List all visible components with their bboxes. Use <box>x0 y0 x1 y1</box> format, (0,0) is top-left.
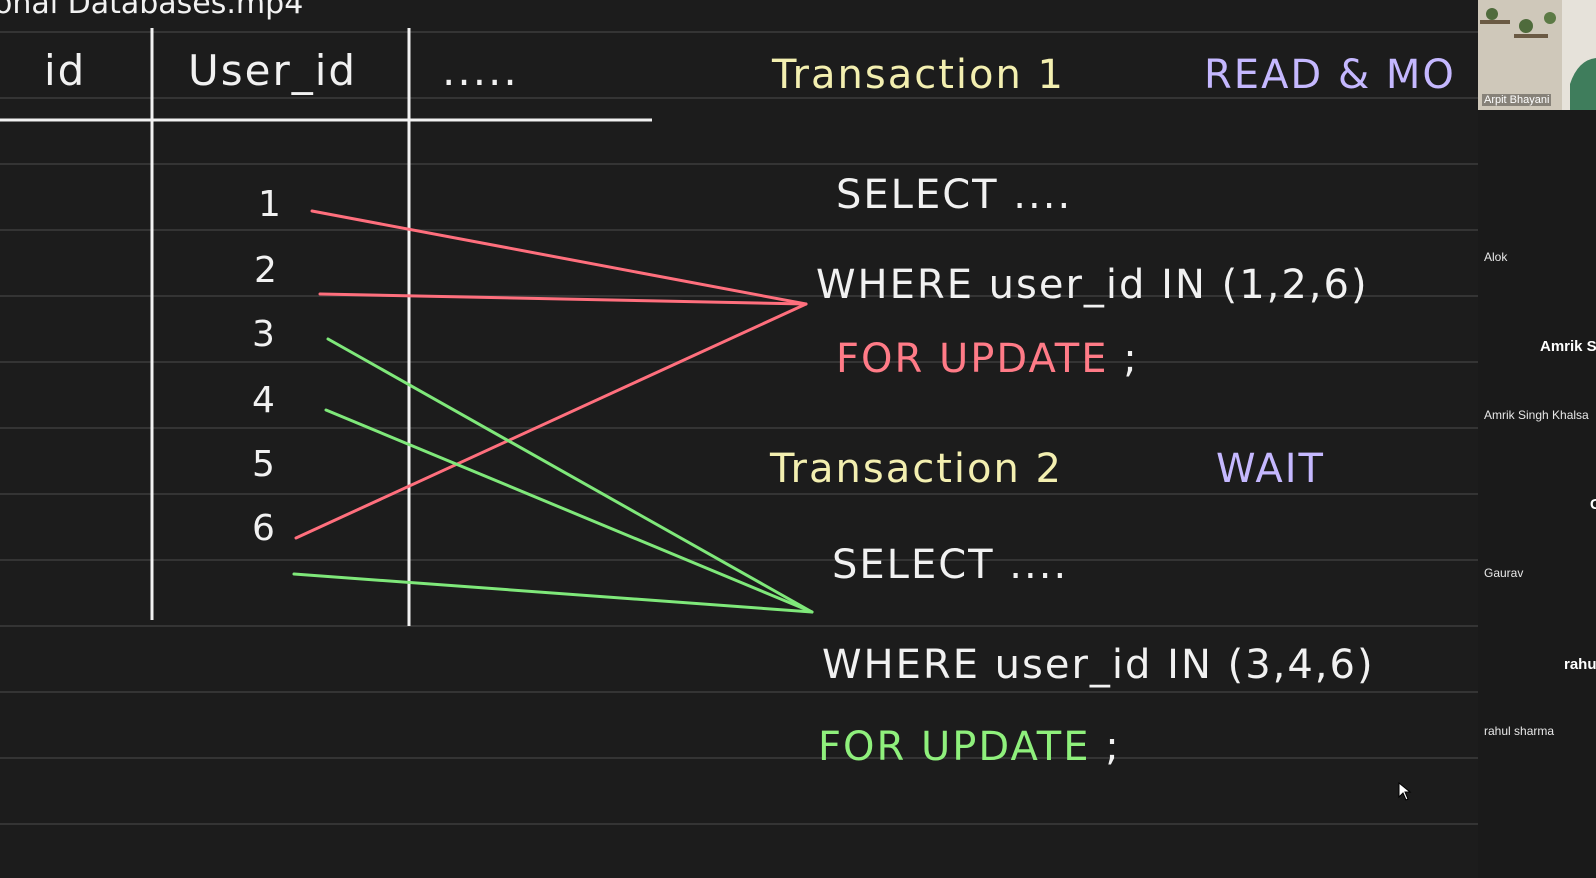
column-header-id: id <box>44 46 87 95</box>
user-id-value: 3 <box>252 314 277 355</box>
semicolon: ; <box>1123 336 1139 382</box>
transaction-1-status: READ & MO <box>1204 52 1456 98</box>
presenter-video-tile[interactable]: Arpit Bhayani <box>1478 0 1596 110</box>
column-header-user-id: User_id <box>188 46 358 95</box>
transaction-1-label: Transaction 1 <box>772 52 1065 98</box>
participant-name: Alok <box>1484 250 1508 264</box>
participant-name: rahul sharma <box>1484 724 1555 738</box>
user-id-value: 1 <box>258 184 283 225</box>
video-title: onal Databases.mp4 <box>0 0 304 21</box>
transaction-2-status: WAIT <box>1216 446 1325 492</box>
user-id-value: 5 <box>252 444 277 485</box>
board-drawing <box>0 28 1478 825</box>
lock-line-row-6 <box>294 302 808 540</box>
participant-name: Amrik Singh Khalsa <box>1484 408 1589 422</box>
lock-line-row-3 <box>326 337 814 614</box>
transaction-1-where: WHERE user_id IN (1,2,6) <box>816 262 1369 308</box>
presenter-name: Arpit Bhayani <box>1482 94 1552 106</box>
column-header-more: ..... <box>442 46 519 95</box>
participants-sidebar: Arpit Bhayani Alok Amrik S Amrik Singh K… <box>1478 0 1596 878</box>
user-id-value: 4 <box>252 380 277 421</box>
room-background <box>1478 0 1596 110</box>
participant-display-name: G <box>1590 496 1596 513</box>
for-update-keyword: FOR UPDATE <box>818 724 1091 770</box>
participant-name: Gaurav <box>1484 566 1524 580</box>
lock-line-row-4 <box>324 408 814 614</box>
lock-line-row-2 <box>318 292 808 306</box>
participant-display-name: rahu <box>1564 656 1596 673</box>
lock-line-row-1 <box>310 209 808 306</box>
transaction-2-for-update: FOR UPDATE ; <box>818 724 1121 770</box>
transaction-2-where: WHERE user_id IN (3,4,6) <box>822 642 1375 688</box>
lock-line-row-6-wait <box>292 572 814 614</box>
mouse-cursor-icon <box>1398 782 1412 801</box>
for-update-keyword: FOR UPDATE <box>836 336 1109 382</box>
transaction-2-select: SELECT .... <box>832 542 1069 588</box>
user-id-value: 2 <box>254 250 279 291</box>
participant-display-name: Amrik S <box>1540 338 1596 355</box>
transaction-2-label: Transaction 2 <box>770 446 1063 492</box>
user-id-value: 6 <box>252 508 277 549</box>
transaction-1-select: SELECT .... <box>836 172 1073 218</box>
semicolon: ; <box>1105 724 1121 770</box>
transaction-1-for-update: FOR UPDATE ; <box>836 336 1139 382</box>
whiteboard-canvas: onal Databases.mp4 id User_id ..... 1 2 … <box>0 0 1478 825</box>
